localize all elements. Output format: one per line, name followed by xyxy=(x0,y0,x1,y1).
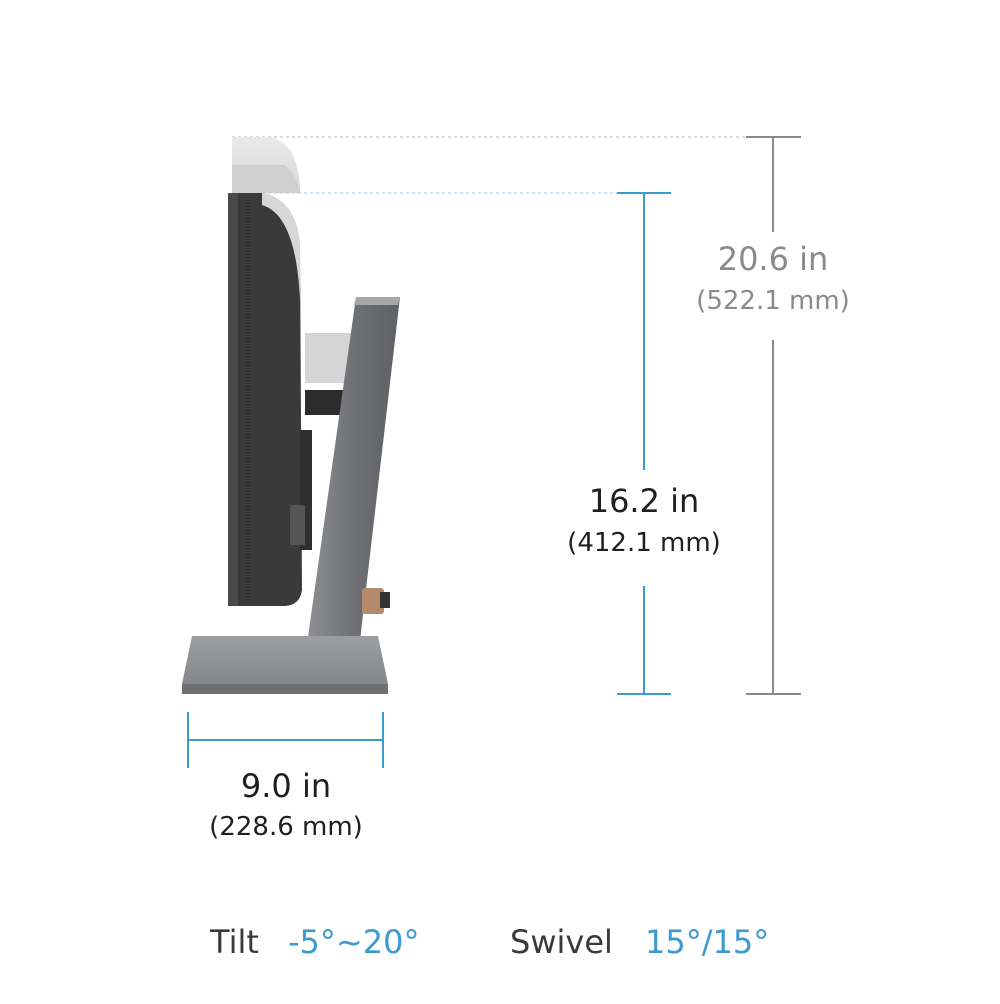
max-height-metric: (522.1 mm) xyxy=(696,286,850,316)
stand-hinge xyxy=(290,333,355,550)
base-depth-metric: (228.6 mm) xyxy=(209,812,363,842)
base-depth-measure xyxy=(187,712,384,768)
stand-base xyxy=(182,636,388,694)
base-depth-imperial: 9.0 in xyxy=(240,767,332,805)
cable-knob xyxy=(362,588,390,614)
min-height-imperial: 16.2 in xyxy=(588,482,700,520)
stand-column xyxy=(305,297,400,658)
tilt-label: Tilt xyxy=(210,923,259,961)
monitor-side-view xyxy=(228,193,302,606)
max-height-measure xyxy=(746,136,801,695)
swivel-value: 15°/15° xyxy=(645,923,770,961)
adjustment-specs: Tilt -5°~20° Swivel 15°/15° xyxy=(0,920,1000,964)
swivel-label: Swivel xyxy=(510,923,613,961)
min-height-measure xyxy=(617,192,671,695)
max-height-imperial: 20.6 in xyxy=(717,240,829,278)
min-height-metric: (412.1 mm) xyxy=(567,528,721,558)
raised-monitor-ghost xyxy=(232,137,300,193)
tilt-value: -5°~20° xyxy=(288,923,420,961)
